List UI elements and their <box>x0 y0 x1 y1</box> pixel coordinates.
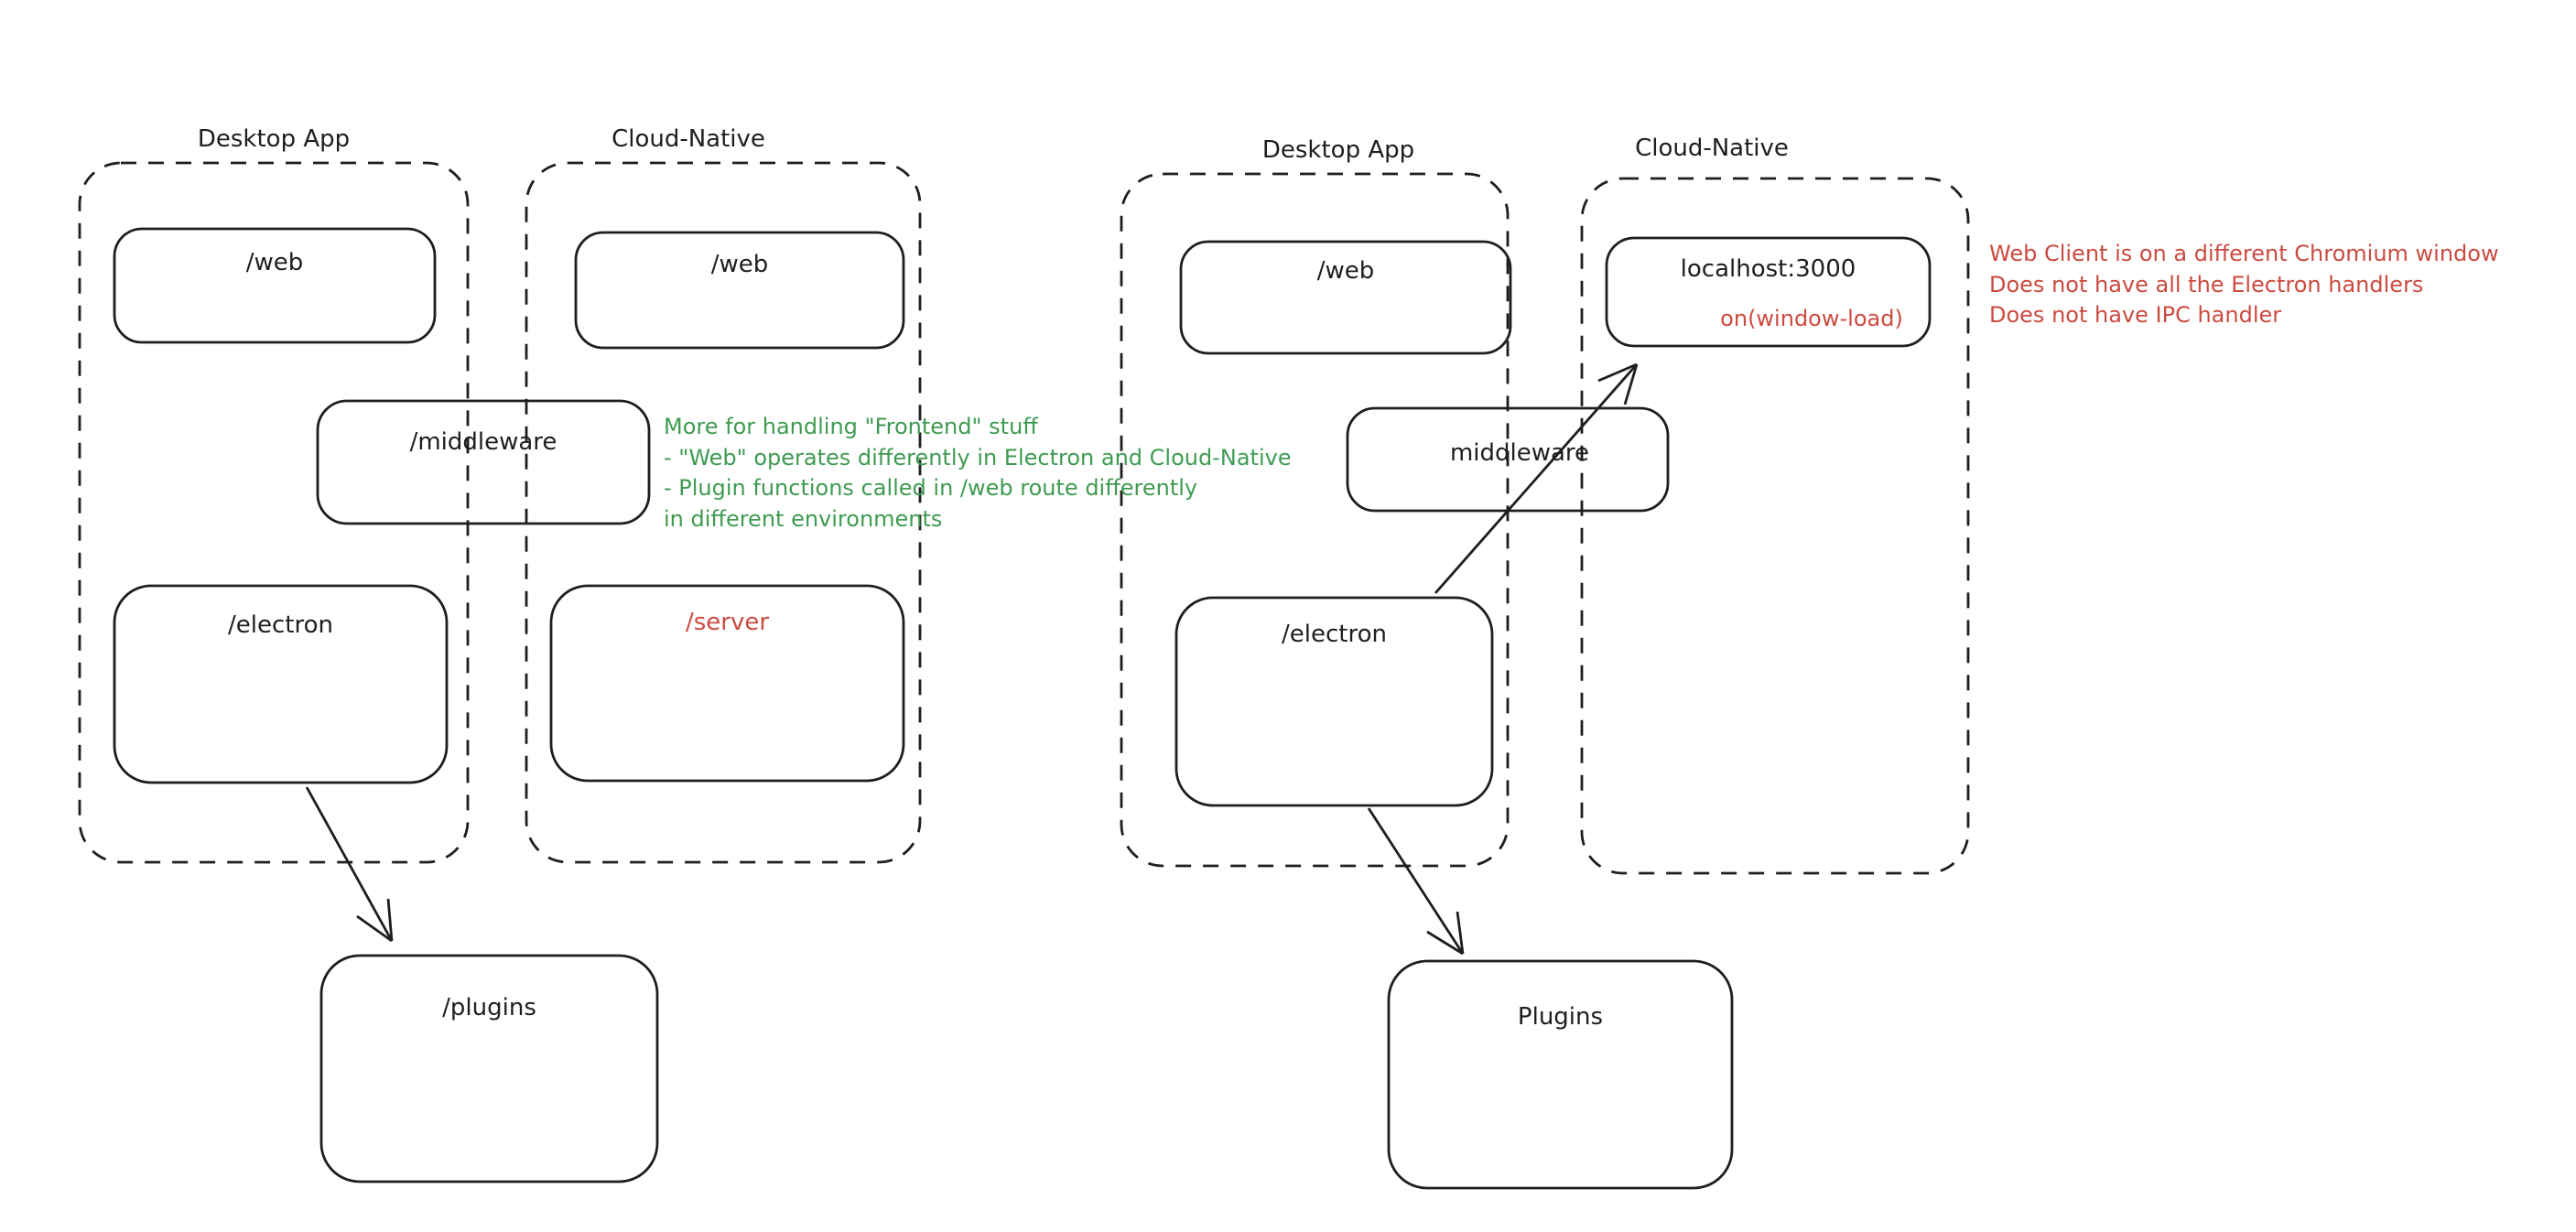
electron-box-right <box>1174 596 1494 807</box>
electron-box-left <box>113 584 449 784</box>
server-box-left-label: /server <box>685 609 770 636</box>
localhost-box-right <box>1605 236 1932 348</box>
green-note-line-3: - Plugin functions called in /web route … <box>664 475 1198 501</box>
arrow-electron-to-plugins-left <box>305 786 394 943</box>
red-annotation-note: Web Client is on a different Chromium wi… <box>1989 239 2499 331</box>
desktop-app-group-right <box>1120 172 1510 868</box>
cloud-native-group-right <box>1580 177 1970 875</box>
green-note-line-4: in different environments <box>664 505 943 532</box>
electron-box-left-label: /electron <box>228 611 333 639</box>
web-box-left-desktop-label: /web <box>245 249 304 276</box>
plugins-box-left-label: /plugins <box>442 994 536 1021</box>
middleware-box-left-label: /middleware <box>409 428 557 456</box>
desktop-app-group-left <box>78 161 470 864</box>
group-label-cloud-left: Cloud-Native <box>612 125 765 153</box>
cloud-native-group-left <box>525 161 922 864</box>
plugins-box-left <box>319 954 659 1183</box>
electron-box-right-label: /electron <box>1282 621 1387 648</box>
server-box-left <box>549 584 905 783</box>
green-note-line-1: More for handling "Frontend" stuff <box>664 414 1038 439</box>
group-label-desktop-right: Desktop App <box>1261 136 1415 164</box>
plugins-box-right-label: Plugins <box>1517 1003 1604 1031</box>
web-box-right-label: /web <box>1316 257 1375 285</box>
group-label-cloud-right: Cloud-Native <box>1635 135 1789 162</box>
arrow-electron-to-localhost-right <box>1434 362 1639 594</box>
web-box-left-desktop <box>113 227 437 344</box>
middleware-box-right-label: middleware <box>1449 439 1590 467</box>
red-note-line-1: Web Client is on a different Chromium wi… <box>1989 241 2499 266</box>
plugins-box-right <box>1387 959 1734 1190</box>
web-box-left-cloud <box>574 231 905 350</box>
group-label-desktop-left: Desktop App <box>197 125 351 153</box>
green-note-line-2: - "Web" operates differently in Electron… <box>664 444 1292 470</box>
web-box-right-desktop <box>1179 240 1512 355</box>
arrow-electron-to-plugins-right <box>1367 807 1465 956</box>
web-box-left-cloud-label: /web <box>710 251 769 278</box>
localhost-window-load-label: on(window-load) <box>1720 306 1903 331</box>
middleware-box-left <box>316 399 651 525</box>
localhost-box-label: localhost:3000 <box>1680 255 1856 283</box>
red-note-line-3: Does not have IPC handler <box>1989 302 2282 328</box>
green-annotation-note: More for handling "Frontend" stuff - "We… <box>664 412 1292 535</box>
red-note-line-2: Does not have all the Electron handlers <box>1989 271 2424 297</box>
